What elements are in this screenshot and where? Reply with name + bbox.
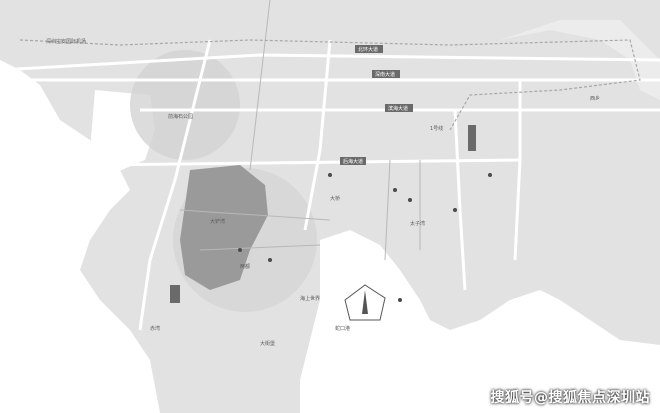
tag-houhai-label: 后海大道 <box>343 158 363 165</box>
watermark: 搜狐号@搜狐焦点深圳站 <box>490 390 650 406</box>
tag-binhai <box>385 104 413 112</box>
tag-qianhai <box>170 285 180 303</box>
tag-gangwan <box>468 125 476 151</box>
qianhai-park-label: 前海石公园 <box>168 113 193 120</box>
place-labels: 深圳宝安国际机场 前海石公园 大铲湾 两都 1号线 太子湾 蛇口港 赤湾 大街堡… <box>46 38 600 347</box>
road-qianhai <box>138 39 212 331</box>
tag-beihuan-label: 北环大道 <box>358 46 378 53</box>
airport-label: 深圳宝安国际机场 <box>46 38 86 45</box>
liangdu-label: 两都 <box>240 264 250 270</box>
dachanwan-label: 大铲湾 <box>210 218 225 225</box>
poi-marker-icon <box>238 248 242 252</box>
dachanwan-district <box>180 165 268 290</box>
minor-roads <box>179 0 421 261</box>
sea-world-monument-icon <box>362 290 368 314</box>
tag-binhai-label: 滨海大道 <box>388 105 408 112</box>
road-beihuan <box>0 53 660 72</box>
poi-marker-icon <box>453 208 457 212</box>
road-linhai <box>513 80 522 261</box>
poi-marker-icon <box>268 258 272 262</box>
poi-marker-icon <box>398 298 402 302</box>
poi-marker-icon <box>488 173 492 177</box>
poi-markers <box>238 173 492 302</box>
road-network <box>0 39 660 331</box>
road-gangwan <box>453 109 467 291</box>
metro-line-label: 1号线 <box>430 125 443 132</box>
tag-beihuan <box>355 45 383 53</box>
xixiang-label: 西乡 <box>590 96 600 102</box>
south-sea <box>300 230 660 413</box>
west-sea <box>0 60 160 413</box>
metro-line-1 <box>19 39 641 131</box>
poi-marker-icon <box>393 188 397 192</box>
taizi-bay-label: 太子湾 <box>410 220 425 227</box>
tag-shennan <box>372 70 400 78</box>
poi-marker-icon <box>328 173 332 177</box>
road-tags: 北环大道 深南大道 滨海大道 后海大道 <box>170 45 476 303</box>
shekou-port-label: 蛇口港 <box>335 325 350 332</box>
poi-marker-icon <box>408 198 412 202</box>
tag-houhai <box>340 157 366 165</box>
dajiebao-label: 大街堡 <box>260 340 275 347</box>
haishang-world-label: 海上世界 <box>300 295 320 302</box>
bridge-label: 大桥 <box>330 195 340 202</box>
road-nanhai <box>303 39 332 231</box>
tag-shennan-label: 深南大道 <box>375 71 395 78</box>
chiwan-label: 赤湾 <box>150 325 160 332</box>
highlight-zone-north <box>130 50 240 160</box>
road-houhai <box>99 158 521 167</box>
